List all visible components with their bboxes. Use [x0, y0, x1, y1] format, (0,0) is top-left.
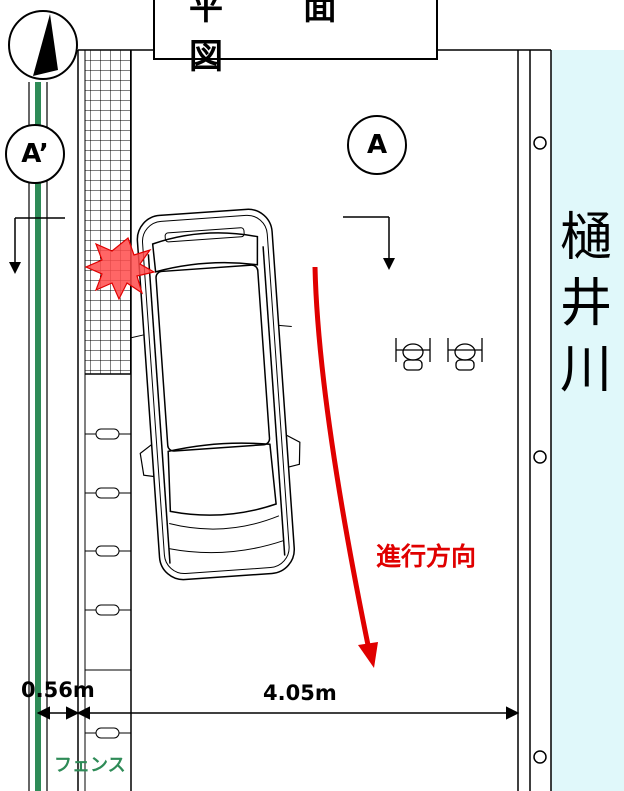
river-name: 樋井川: [559, 208, 612, 400]
north-arrow-icon: [8, 10, 78, 80]
direction-label: 進行方向: [376, 542, 477, 571]
railing-post: [533, 450, 547, 464]
dimension-road-width: 4.05m: [263, 681, 337, 705]
tactile-paving: [84, 49, 132, 375]
impact-mark: [84, 236, 156, 301]
section-mark-a: A: [347, 115, 407, 175]
travel-direction-arrow: [312, 266, 371, 646]
section-mark-a-prime: A’: [5, 124, 65, 184]
railing-post: [533, 750, 547, 764]
bicycle-icon: [447, 338, 483, 371]
river: [551, 50, 624, 791]
fence-label: フェンス: [54, 755, 126, 776]
section-line-a: [343, 216, 395, 270]
section-line-a-prime: [9, 217, 65, 274]
bicycle-icon: [395, 338, 431, 371]
dimension-sidewalk-width: 0.56m: [21, 678, 95, 702]
page-title: 平 面 図: [189, 0, 371, 77]
railing-post: [533, 136, 547, 150]
title-box: 平 面 図: [153, 0, 438, 77]
drain-grates: [85, 428, 131, 739]
car-outline: [131, 208, 301, 581]
